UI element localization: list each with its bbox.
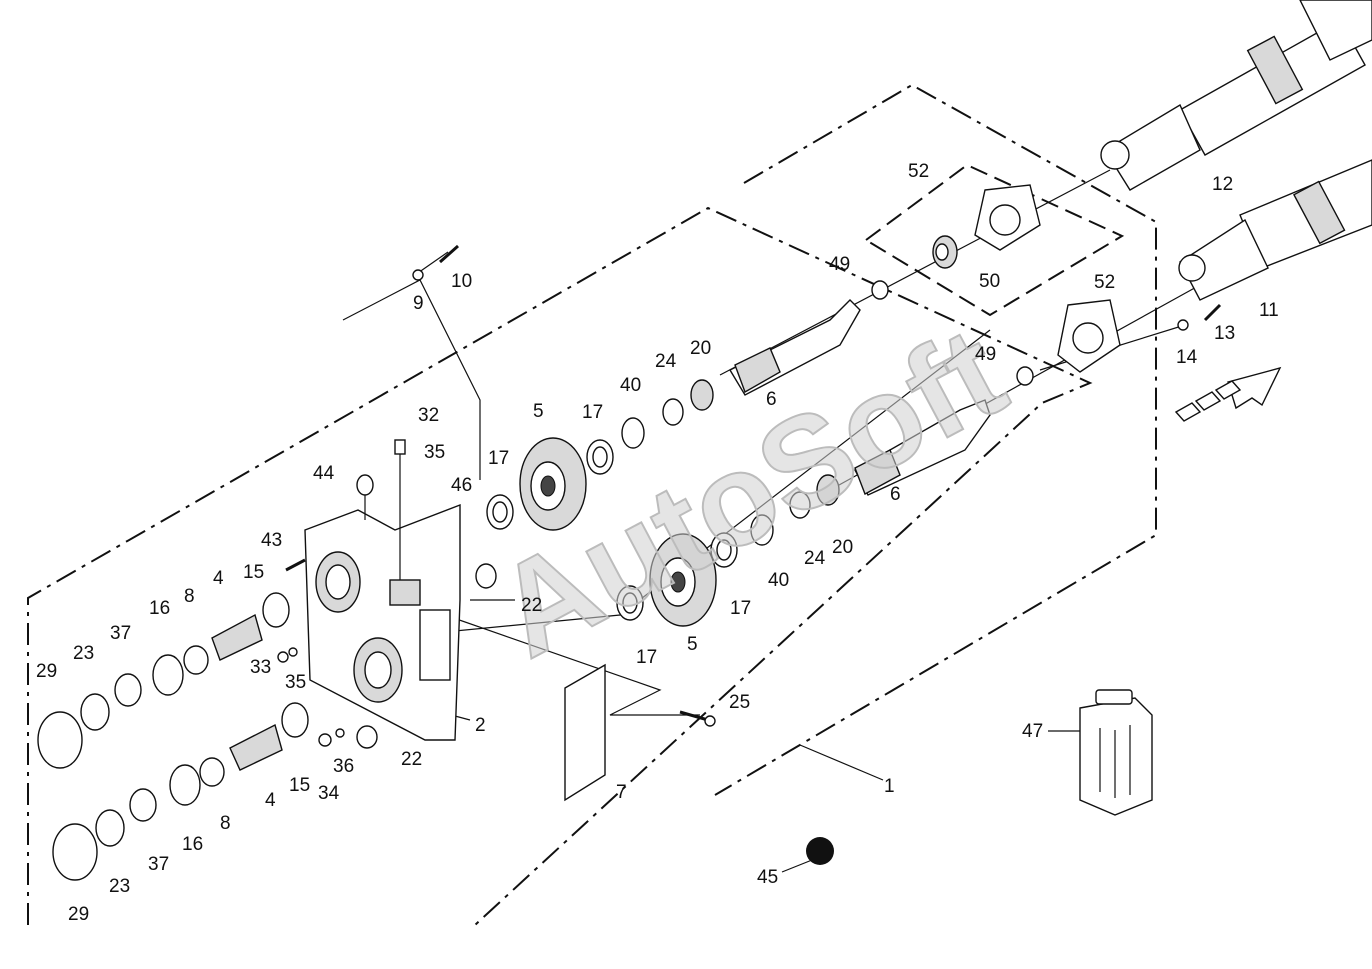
label-49-lower: 49 [975, 344, 996, 365]
output-shaft-6-lower [854, 399, 991, 496]
label-15-lower: 15 [289, 775, 310, 796]
bolt-25 [679, 710, 716, 727]
label-12: 12 [1212, 174, 1233, 195]
label-36: 36 [333, 756, 354, 777]
label-33: 33 [250, 657, 271, 678]
label-11: 11 [1259, 300, 1279, 321]
label-47: 47 [1022, 721, 1043, 742]
label-43: 43 [261, 530, 282, 551]
cardan-shaft-11 [1178, 159, 1372, 301]
label-10: 10 [451, 271, 472, 292]
sealant-45 [806, 837, 834, 865]
group-outline-main [27, 206, 1093, 926]
input-shaft-4-lower [52, 702, 309, 881]
eyebolt-44 [356, 474, 374, 520]
label-20-upper: 20 [690, 338, 711, 359]
label-5-lower: 5 [687, 634, 698, 655]
small-parts-33-36 [277, 647, 345, 747]
label-45: 45 [757, 867, 778, 888]
output-shaft-6-upper [729, 299, 861, 396]
label-20-lower: 20 [832, 537, 853, 558]
label-22-upper: 22 [521, 595, 542, 616]
label-9: 9 [413, 293, 424, 314]
label-7: 7 [616, 782, 627, 803]
label-50: 50 [979, 271, 1000, 292]
label-5-upper: 5 [533, 401, 544, 422]
label-29-lower: 29 [68, 904, 89, 925]
label-16-lower: 16 [182, 834, 203, 855]
group-outline-flange [865, 163, 1125, 317]
label-37-upper: 37 [110, 623, 131, 644]
label-15-upper: 15 [243, 562, 264, 583]
label-6-lower: 6 [890, 484, 901, 505]
label-17-b: 17 [582, 402, 603, 423]
label-14: 14 [1176, 347, 1198, 368]
label-40-lower: 40 [768, 570, 789, 591]
plugs-22 [356, 563, 497, 749]
group-outline-coupling [714, 83, 1157, 796]
label-4-lower: 4 [265, 790, 276, 811]
label-35-upper: 35 [424, 442, 445, 463]
label-32: 32 [418, 405, 439, 426]
gear-5-upper [519, 437, 587, 531]
label-49-upper: 49 [829, 254, 850, 275]
label-2: 2 [475, 715, 486, 736]
seal-50 [932, 235, 958, 269]
label-24-lower: 24 [804, 548, 826, 569]
part-labels: 1 2 4 4 5 5 6 6 7 8 8 9 10 11 12 13 14 1… [36, 161, 1279, 925]
label-25: 25 [729, 692, 750, 713]
bolts-9-10-13-14 [412, 244, 1222, 331]
dowel-43 [285, 558, 306, 572]
cover-plate-7 [564, 663, 606, 802]
label-13: 13 [1214, 323, 1235, 344]
label-29-upper: 29 [36, 661, 57, 682]
flange-52-lower [1057, 299, 1121, 373]
direction-arrow [1174, 366, 1282, 422]
label-17-a: 17 [488, 448, 509, 469]
rings-24-40 [621, 398, 811, 546]
label-6-upper: 6 [766, 389, 777, 410]
label-37-lower: 37 [148, 854, 169, 875]
label-23-upper: 23 [73, 643, 94, 664]
oil-can-47 [1079, 689, 1153, 816]
label-52-upper: 52 [908, 161, 929, 182]
label-24-upper: 24 [655, 351, 677, 372]
label-52-lower: 52 [1094, 272, 1115, 293]
cardan-shaft-12 [1100, 0, 1372, 191]
label-44: 44 [313, 463, 335, 484]
label-34: 34 [318, 783, 340, 804]
label-8-upper: 8 [184, 586, 195, 607]
label-22-lower: 22 [401, 749, 422, 770]
label-16-upper: 16 [149, 598, 170, 619]
label-8-lower: 8 [220, 813, 231, 834]
gear-5-lower [649, 533, 717, 627]
bearings-20 [690, 379, 840, 506]
label-46: 46 [451, 475, 472, 496]
label-1: 1 [884, 776, 895, 797]
flange-52-upper [974, 184, 1041, 251]
input-shaft-4-upper [37, 592, 290, 769]
gearbox-housing-2 [304, 503, 461, 741]
o-rings-49 [871, 280, 1034, 386]
label-23-lower: 23 [109, 876, 130, 897]
breather-32 [394, 439, 406, 580]
bearings-17 [486, 439, 738, 621]
label-17-d: 17 [730, 598, 751, 619]
label-40-upper: 40 [620, 375, 641, 396]
label-17-c: 17 [636, 647, 657, 668]
label-4-upper: 4 [213, 568, 224, 589]
label-35-lower: 35 [285, 672, 306, 693]
